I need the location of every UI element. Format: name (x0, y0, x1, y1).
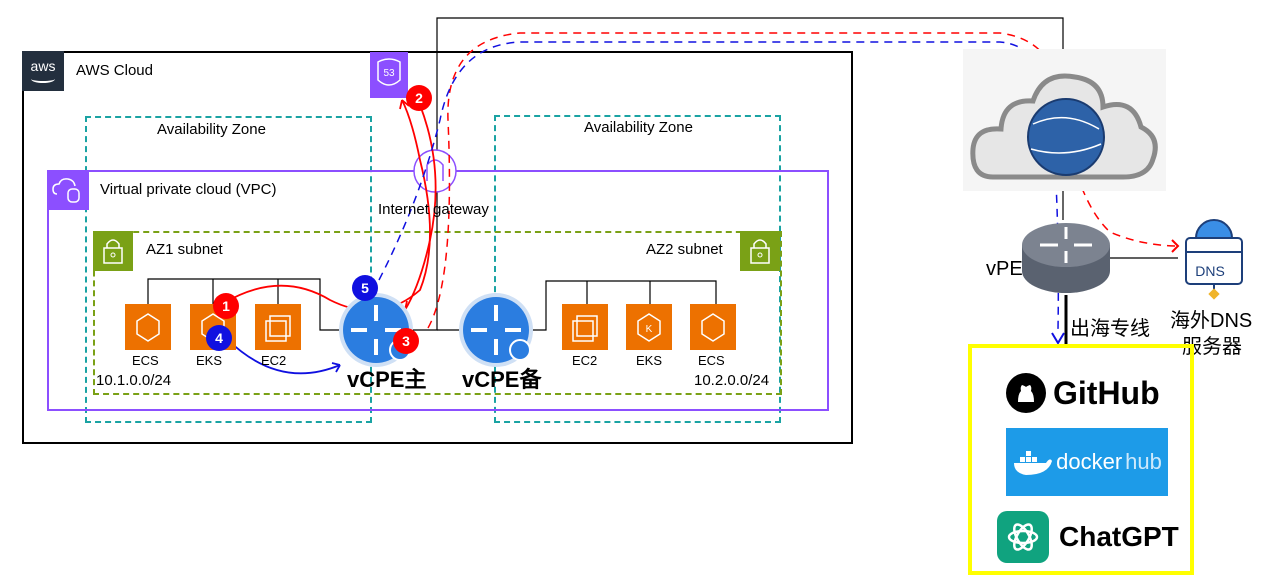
vcpe-backup-label: vCPE备 (462, 367, 542, 392)
ecs-icon (690, 304, 736, 350)
az1-bus-line (147, 278, 345, 331)
docker-whale-icon (1014, 451, 1053, 475)
svg-text:K: K (646, 324, 653, 335)
step-badge-3: 3 (393, 328, 419, 354)
az1-service-label: EC2 (261, 353, 287, 368)
ec2-icon (562, 304, 608, 350)
flow-red-1-2 (223, 99, 431, 312)
step-badge-5: 5 (352, 275, 378, 301)
github-octocat-icon (1006, 373, 1046, 413)
hub-text: hub (1125, 449, 1162, 474)
ec2-icon (255, 304, 301, 350)
az2-subnet-lock-icon (740, 231, 780, 271)
az2-service-label: EKS (636, 353, 663, 368)
vpe-router-icon (1020, 219, 1112, 297)
dns-server-icon: DNS (1180, 216, 1248, 302)
az1-subnet-label: AZ1 subnet (146, 241, 223, 258)
overseas-destinations-box (968, 344, 1194, 575)
flow-blue-4 (227, 339, 341, 375)
az2-service-label: EC2 (572, 353, 598, 368)
flow-blue-egress (378, 41, 1060, 331)
vpc-cloud-shield-icon (47, 170, 89, 210)
az1-subnet-lock-icon (93, 231, 133, 271)
overseas-dns-label-line2: 服务器 (1182, 336, 1242, 358)
step-badge-2: 2 (406, 85, 432, 111)
az1-service-label: ECS (132, 353, 159, 368)
az1-service-label: EKS (196, 353, 223, 368)
github-logo: GitHub (1005, 370, 1175, 416)
ecs-icon (125, 304, 171, 350)
vpe-label: vPE (986, 258, 1023, 280)
internet-cloud-icon (963, 49, 1166, 191)
route53-icon: 53 (370, 52, 408, 98)
sync-icon (509, 339, 531, 361)
aws-cloud-label: AWS Cloud (76, 62, 153, 79)
aws-logo-text: aws (30, 58, 56, 74)
availability-zone-left-label: Availability Zone (157, 121, 266, 138)
az1-cidr: 10.1.0.0/24 (96, 372, 172, 389)
az2-subnet-label: AZ2 subnet (646, 241, 723, 258)
vcpe-backup-router-icon (463, 297, 531, 363)
step-badge-1: 1 (213, 293, 239, 319)
overseas-line-label: 出海专线 (1070, 318, 1150, 340)
github-text: GitHub (1053, 374, 1160, 411)
availability-zone-left (85, 116, 372, 423)
vcpe-primary-label: vCPE主 (347, 367, 427, 392)
az2-cidr: 10.2.0.0/24 (694, 372, 770, 389)
az2-service-label: ECS (698, 353, 725, 368)
overseas-dns-label-line1: 海外DNS (1170, 310, 1253, 332)
flow-red-dns (427, 32, 1176, 329)
aws-logo-icon: aws (22, 51, 64, 91)
az2-bus-line (528, 280, 717, 331)
vcpe-uplink-line (405, 17, 1064, 331)
docker-text: docker (1056, 449, 1123, 474)
dns-icon-text: DNS (1195, 263, 1225, 279)
availability-zone-right-label: Availability Zone (584, 119, 693, 136)
route53-number: 53 (383, 68, 395, 79)
chatgpt-text: ChatGPT (1059, 521, 1179, 552)
vpc-label: Virtual private cloud (VPC) (100, 181, 277, 198)
internet-gateway-label: Internet gateway (378, 201, 489, 218)
eks-icon: K (626, 304, 672, 350)
chatgpt-logo: ChatGPT (997, 510, 1187, 564)
openai-icon (997, 511, 1049, 563)
step-badge-4: 4 (206, 325, 232, 351)
